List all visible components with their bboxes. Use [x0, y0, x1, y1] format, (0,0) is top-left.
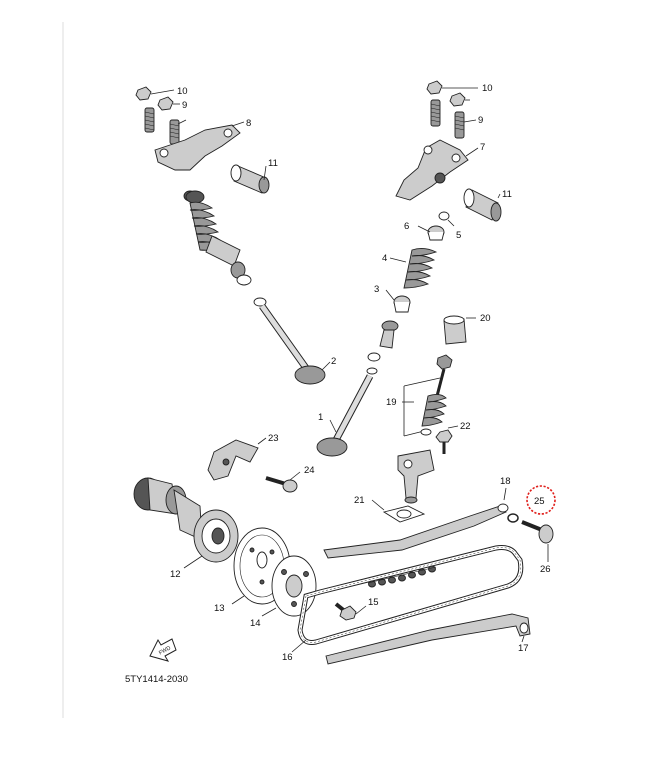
chain-guide-18: [323, 503, 509, 588]
label-2: 2: [331, 356, 336, 367]
cam-chain: [297, 545, 524, 645]
label-10-left: 10: [177, 86, 188, 97]
camshaft-assembly: [133, 477, 239, 563]
label-20: 20: [480, 313, 491, 324]
o-ring-25: [507, 513, 519, 523]
right-rocker-assembly: [395, 80, 502, 241]
label-25: 25: [534, 496, 545, 507]
bolt-15: [334, 602, 357, 621]
fwd-arrow-icon: FWD: [149, 638, 177, 662]
label-17: 17: [518, 643, 529, 654]
part-labels: 10 9 8 11 2 10 9 7 11 6 5 4 3 1 20 19 22…: [170, 83, 551, 663]
bolt-26: [521, 520, 554, 544]
left-rocker-assembly: [135, 86, 270, 202]
label-9-left: 9: [182, 100, 187, 111]
sprocket-14: [271, 555, 317, 617]
diagram-code: 5TY1414-2030: [125, 674, 188, 685]
label-23: 23: [268, 433, 279, 444]
label-16: 16: [282, 652, 293, 663]
label-5: 5: [456, 230, 461, 241]
label-22: 22: [460, 421, 471, 432]
left-valve-assembly: [185, 190, 326, 385]
label-1: 1: [318, 412, 323, 423]
right-valve-assembly: [316, 247, 438, 457]
label-7: 7: [480, 142, 485, 153]
label-15: 15: [368, 597, 379, 608]
label-26: 26: [540, 564, 551, 575]
label-8: 8: [246, 118, 251, 129]
label-10-right: 10: [482, 83, 493, 94]
label-6: 6: [404, 221, 409, 232]
tensioner-assembly: [382, 315, 467, 523]
label-4: 4: [382, 253, 387, 264]
label-11-left: 11: [268, 158, 278, 169]
highlight-circle-25: [526, 485, 556, 515]
label-11-right: 11: [502, 189, 512, 200]
fwd-text: FWD: [158, 645, 172, 656]
label-19: 19: [386, 397, 397, 408]
leader-lines: [150, 87, 549, 653]
label-14: 14: [250, 618, 261, 629]
label-9-right: 9: [478, 115, 483, 126]
label-13: 13: [214, 603, 225, 614]
label-12: 12: [170, 569, 181, 580]
cam-bracket-assembly: [207, 439, 298, 493]
label-24: 24: [304, 465, 315, 476]
chain-guide-17: [325, 613, 531, 665]
label-3: 3: [374, 284, 379, 295]
label-21: 21: [354, 495, 365, 506]
label-18: 18: [500, 476, 511, 487]
